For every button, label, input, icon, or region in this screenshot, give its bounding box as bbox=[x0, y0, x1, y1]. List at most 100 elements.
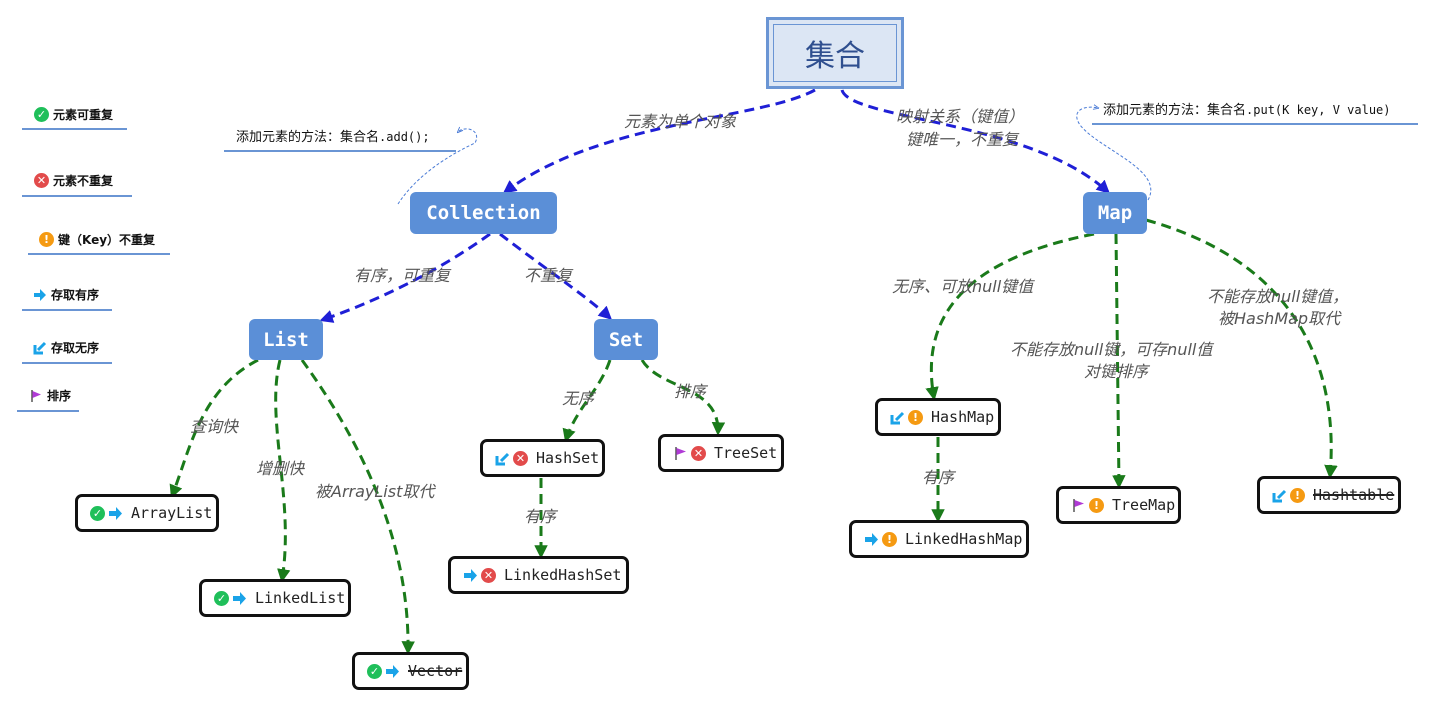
edge-map-hashtable bbox=[1145, 218, 1338, 479]
edge-label-map-treemap-1: 不能存放null键，可存null值 bbox=[1010, 340, 1213, 359]
list-node[interactable]: List bbox=[249, 319, 323, 360]
edge-list-vector bbox=[300, 359, 415, 655]
hashmap-node[interactable]: ! HashMap bbox=[875, 398, 1001, 436]
edge-root-collection bbox=[502, 88, 816, 194]
map-note-underline bbox=[1092, 123, 1418, 125]
linkedlist-label: LinkedList bbox=[255, 589, 346, 607]
edge-root-map bbox=[840, 89, 1110, 194]
legend-underline bbox=[28, 253, 170, 255]
edge-label-collection-list: 有序，可重复 bbox=[354, 266, 451, 285]
hashmap-label: HashMap bbox=[931, 408, 995, 426]
treemap-node[interactable]: ! TreeMap bbox=[1056, 486, 1181, 524]
x-circle-icon: ✕ bbox=[513, 450, 528, 466]
edge-collection-set bbox=[499, 232, 612, 320]
edge-label-map-hashtable-1: 不能存放null键值， bbox=[1207, 287, 1349, 306]
check-circle-icon: ✓ bbox=[90, 505, 105, 521]
exclamation-circle-icon: ! bbox=[39, 232, 54, 247]
edge-label-root-map-1: 映射关系（键值） bbox=[896, 107, 1025, 126]
arrow-right-icon bbox=[232, 591, 247, 606]
hashset-label: HashSet bbox=[536, 449, 600, 467]
arrow-down-left-icon bbox=[890, 410, 905, 425]
exclamation-circle-icon: ! bbox=[1089, 497, 1104, 513]
arraylist-node[interactable]: ✓ ArrayList bbox=[75, 494, 219, 532]
arrow-right-icon bbox=[864, 532, 879, 547]
vector-label: Vector bbox=[408, 662, 463, 680]
exclamation-circle-icon: ! bbox=[882, 531, 897, 547]
legend-item-sorted: 排序 bbox=[28, 387, 71, 404]
legend-label: 元素可重复 bbox=[53, 108, 114, 122]
edge-label-map-hashtable-2: 被HashMap取代 bbox=[1218, 309, 1341, 328]
legend-item-unique-key: ! 键（Key）不重复 bbox=[39, 231, 155, 248]
edge-label-set-treeset: 排序 bbox=[674, 382, 707, 401]
legend-underline bbox=[22, 362, 112, 364]
linkedlist-node[interactable]: ✓ LinkedList bbox=[199, 579, 351, 617]
edge-map-treemap bbox=[1112, 233, 1126, 489]
map-note-prefix: 添加元素的方法：集合名 bbox=[1103, 103, 1247, 118]
edge-label-map-treemap-2: 对键排序 bbox=[1084, 362, 1149, 381]
map-note-code: .put(K key, V value) bbox=[1246, 103, 1391, 117]
edge-label-root-map-2: 键唯一，不重复 bbox=[906, 130, 1019, 149]
note-connector-map bbox=[1076, 107, 1152, 201]
edge-label-set-hashset: 无序 bbox=[562, 389, 595, 408]
check-circle-icon: ✓ bbox=[367, 663, 382, 679]
set-node[interactable]: Set bbox=[594, 319, 658, 360]
legend-underline bbox=[22, 128, 127, 130]
legend-label: 存取有序 bbox=[51, 288, 100, 302]
arrow-right-icon bbox=[108, 506, 123, 521]
arrow-down-left-icon bbox=[495, 451, 510, 466]
legend-item-unordered: 存取无序 bbox=[32, 339, 99, 356]
collection-add-note: 添加元素的方法：集合名.add(); bbox=[236, 126, 430, 145]
exclamation-circle-icon: ! bbox=[908, 409, 923, 425]
hashtable-label: Hashtable bbox=[1313, 486, 1395, 504]
legend-item-repeatable: ✓ 元素可重复 bbox=[34, 106, 113, 123]
linkedhashmap-label: LinkedHashMap bbox=[905, 530, 1023, 548]
edge-label-map-hashmap: 无序、可放null键值 bbox=[892, 277, 1034, 296]
collection-note-code: .add(); bbox=[379, 130, 430, 144]
legend-label: 元素不重复 bbox=[53, 174, 114, 188]
exclamation-circle-icon: ! bbox=[1290, 487, 1305, 503]
check-circle-icon: ✓ bbox=[214, 590, 229, 606]
arrow-down-left-icon bbox=[1272, 488, 1287, 503]
hashtable-node[interactable]: ! Hashtable bbox=[1257, 476, 1401, 514]
linkedhashset-label: LinkedHashSet bbox=[504, 566, 622, 584]
edge-list-arraylist bbox=[169, 358, 259, 499]
hashset-node[interactable]: ✕ HashSet bbox=[480, 439, 605, 477]
legend-underline bbox=[22, 309, 112, 311]
edge-set-treeset bbox=[640, 359, 726, 436]
arrow-down-left-icon bbox=[32, 340, 47, 355]
arrow-right-icon bbox=[463, 568, 478, 583]
x-circle-icon: ✕ bbox=[481, 567, 496, 583]
edge-label-hashset-linkedhashset: 有序 bbox=[524, 507, 557, 526]
note-connector-collection bbox=[397, 129, 478, 205]
edge-map-hashmap bbox=[925, 232, 1095, 401]
arrow-right-icon bbox=[32, 287, 47, 302]
collection-node[interactable]: Collection bbox=[410, 192, 557, 234]
check-circle-icon: ✓ bbox=[34, 107, 49, 122]
x-circle-icon: ✕ bbox=[691, 445, 706, 461]
linkedhashmap-node[interactable]: ! LinkedHashMap bbox=[849, 520, 1029, 558]
vector-node[interactable]: ✓ Vector bbox=[352, 652, 469, 690]
legend-label: 排序 bbox=[47, 389, 72, 403]
legend-item-unique: ✕ 元素不重复 bbox=[34, 172, 113, 189]
edge-label-list-linkedlist: 增删快 bbox=[256, 459, 305, 478]
legend-item-ordered: 存取有序 bbox=[32, 286, 99, 303]
root-node[interactable]: 集合 bbox=[766, 17, 904, 89]
legend-underline bbox=[17, 410, 79, 412]
legend-underline bbox=[22, 195, 132, 197]
map-node[interactable]: Map bbox=[1083, 192, 1147, 234]
edge-set-hashset bbox=[562, 359, 612, 443]
treeset-label: TreeSet bbox=[714, 444, 778, 462]
x-circle-icon: ✕ bbox=[34, 173, 49, 188]
edge-list-linkedlist bbox=[274, 359, 291, 583]
flag-icon bbox=[673, 446, 688, 461]
root-label: 集合 bbox=[805, 39, 865, 74]
edge-collection-list bbox=[319, 232, 491, 323]
treeset-node[interactable]: ✕ TreeSet bbox=[658, 434, 784, 472]
arrow-right-icon bbox=[385, 664, 400, 679]
flag-icon bbox=[1071, 498, 1086, 513]
treemap-label: TreeMap bbox=[1112, 496, 1176, 514]
edge-label-list-arraylist: 查询快 bbox=[190, 417, 239, 436]
edge-label-collection-set: 不重复 bbox=[524, 266, 573, 285]
linkedhashset-node[interactable]: ✕ LinkedHashSet bbox=[448, 556, 629, 594]
